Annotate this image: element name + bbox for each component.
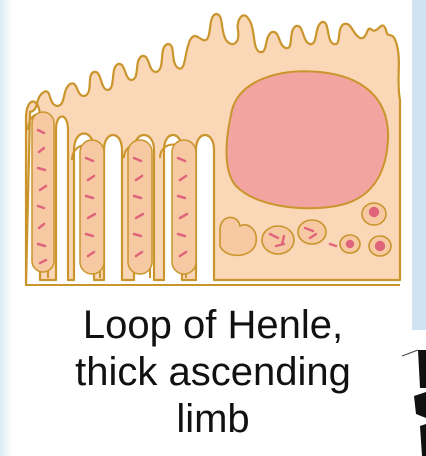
- caption-line-2: thick ascending: [0, 349, 426, 396]
- caption-line-1: Loop of Henle,: [0, 302, 426, 349]
- caption-line-3: limb: [0, 396, 426, 443]
- nucleus: [227, 71, 389, 208]
- thick-ascending-limb-cell-illustration: [0, 0, 426, 300]
- figure-caption: Loop of Henle, thick ascending limb: [0, 302, 426, 443]
